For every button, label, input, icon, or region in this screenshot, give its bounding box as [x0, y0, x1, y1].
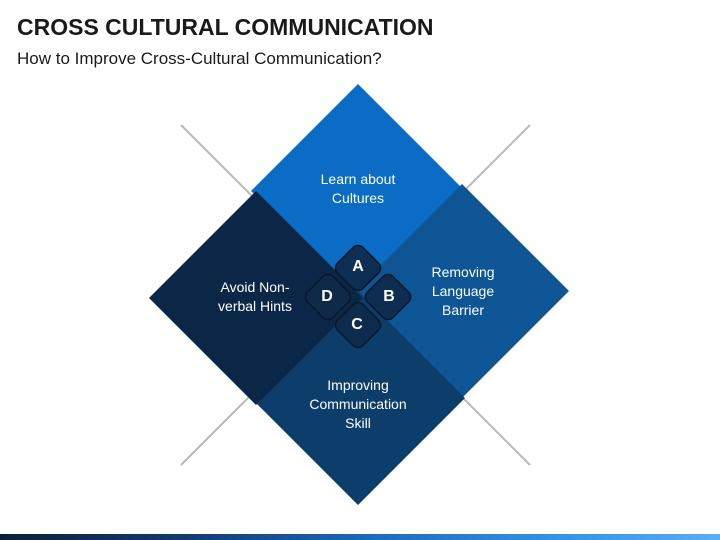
- letter-b: B: [383, 288, 395, 305]
- slide-title: CROSS CULTURAL COMMUNICATION: [17, 14, 434, 40]
- center-petal-c: [334, 301, 382, 349]
- letter-d: D: [321, 288, 333, 305]
- quadrant-d: [149, 191, 363, 405]
- center-clover: [304, 244, 412, 349]
- center-petal-b: [364, 273, 412, 321]
- letter-a: A: [352, 258, 364, 275]
- quadrant-d-label: Avoid Non-verbal Hints: [218, 279, 292, 314]
- center-petal-d: [304, 273, 352, 321]
- letter-c: C: [351, 316, 363, 333]
- footer-gradient-bar: [0, 534, 720, 540]
- center-petal-a: [334, 244, 382, 292]
- slide-subtitle: How to Improve Cross-Cultural Communicat…: [17, 49, 382, 68]
